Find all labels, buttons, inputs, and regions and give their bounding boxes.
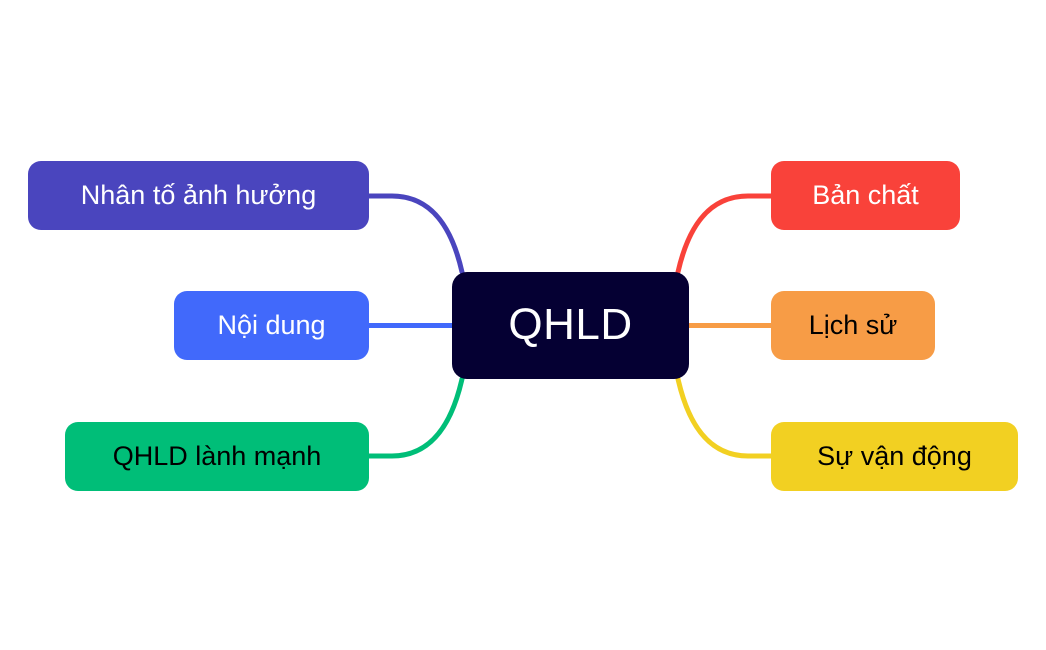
branch-label-su-van-dong: Sự vận động	[817, 440, 972, 471]
branch-node-noi-dung[interactable]: Nội dung	[174, 291, 369, 360]
branch-node-su-van-dong[interactable]: Sự vận động	[771, 422, 1018, 491]
branch-node-ban-chat[interactable]: Bản chất	[771, 161, 960, 230]
connector-qhld-lanh-manh	[366, 376, 465, 459]
central-node-label: QHLD	[508, 300, 633, 350]
branch-node-qhld-lanh-manh[interactable]: QHLD lành mạnh	[65, 422, 369, 491]
branch-node-lich-su[interactable]: Lịch sử	[771, 291, 935, 360]
connector-su-van-dong	[675, 376, 774, 459]
branch-node-nhan-to-anh-huong[interactable]: Nhân tố ảnh hưởng	[28, 161, 369, 230]
branch-label-qhld-lanh-manh: QHLD lành mạnh	[112, 440, 322, 471]
branch-label-nhan-to-anh-huong: Nhân tố ảnh hưởng	[80, 179, 317, 210]
central-node-qhld[interactable]: QHLD	[452, 272, 689, 379]
branch-label-ban-chat: Bản chất	[812, 179, 919, 210]
branch-label-lich-su: Lịch sử	[808, 309, 898, 340]
connector-nhan-to-anh-huong	[366, 193, 465, 275]
branch-label-noi-dung: Nội dung	[217, 309, 326, 340]
connector-ban-chat	[675, 193, 774, 275]
